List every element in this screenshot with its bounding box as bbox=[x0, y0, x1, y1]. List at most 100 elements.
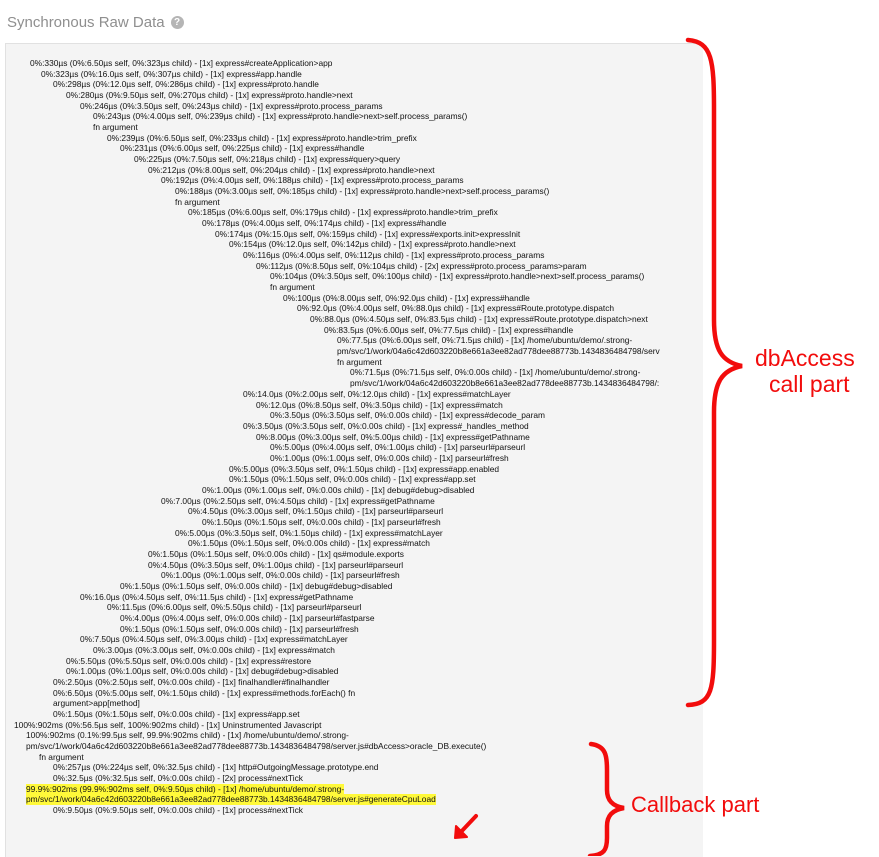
tree-line-text: 0%:9.50µs (0%:9.50µs self, 0%:0.00s chil… bbox=[53, 805, 303, 816]
tree-line: 0%:77.5µs (0%:6.00µs self, 0%:71.5µs chi… bbox=[6, 335, 703, 346]
tree-line: 0%:243µs (0%:4.00µs self, 0%:239µs child… bbox=[6, 111, 703, 122]
tree-line-text: 0%:112µs (0%:8.50µs self, 0%:104µs child… bbox=[256, 260, 587, 271]
tree-line: 0%:212µs (0%:8.00µs self, 0%:204µs child… bbox=[6, 165, 703, 176]
tree-line: 0%:32.5µs (0%:32.5µs self, 0%:0.00s chil… bbox=[6, 773, 703, 784]
tree-line: 0%:2.50µs (0%:2.50µs self, 0%:0.00s chil… bbox=[6, 677, 703, 688]
tree-line-text: 0%:7.00µs (0%:2.50µs self, 0%:4.50µs chi… bbox=[161, 495, 435, 506]
tree-line-text: 0%:12.0µs (0%:8.50µs self, 0%:3.50µs chi… bbox=[256, 399, 503, 410]
tree-line: 0%:174µs (0%:15.0µs self, 0%:159µs child… bbox=[6, 229, 703, 240]
tree-line-text: 0%:1.00µs (0%:1.00µs self, 0%:0.00s chil… bbox=[270, 452, 509, 463]
dbaccess-label-line2: call part bbox=[769, 370, 850, 397]
tree-line-text: 100%:902ms (0.1%:99.5µs self, 99.9%:902m… bbox=[26, 730, 349, 741]
dbaccess-label: dbAccess call part bbox=[755, 345, 855, 398]
tree-line: 0%:1.50µs (0%:1.50µs self, 0%:0.00s chil… bbox=[6, 538, 703, 549]
tree-line: pm/svc/1/work/04a6c42d603220b8e661a3ee82… bbox=[6, 346, 703, 357]
tree-line-text: 0%:212µs (0%:8.00µs self, 0%:204µs child… bbox=[148, 164, 435, 175]
tree-line-text: fn argument bbox=[337, 356, 382, 367]
tree-line: 0%:5.00µs (0%:4.00µs self, 0%:1.00µs chi… bbox=[6, 442, 703, 453]
tree-line: 0%:3.00µs (0%:3.00µs self, 0%:0.00s chil… bbox=[6, 645, 703, 656]
tree-line: 0%:239µs (0%:6.50µs self, 0%:233µs child… bbox=[6, 133, 703, 144]
tree-line: 0%:88.0µs (0%:4.50µs self, 0%:83.5µs chi… bbox=[6, 314, 703, 325]
tree-line: 0%:5.50µs (0%:5.50µs self, 0%:0.00s chil… bbox=[6, 656, 703, 667]
tree-line: 0%:4.00µs (0%:4.00µs self, 0%:0.00s chil… bbox=[6, 613, 703, 624]
tree-line: 0%:4.50µs (0%:3.50µs self, 0%:1.00µs chi… bbox=[6, 560, 703, 571]
tree-line-text: fn argument bbox=[39, 751, 84, 762]
tree-line-text: 0%:178µs (0%:4.00µs self, 0%:174µs child… bbox=[202, 218, 447, 229]
call-tree: 0%:330µs (0%:6.50µs self, 0%:323µs child… bbox=[6, 58, 703, 816]
tree-line: 100%:902ms (0.1%:99.5µs self, 99.9%:902m… bbox=[6, 730, 703, 741]
tree-line-text: 0%:77.5µs (0%:6.00µs self, 0%:71.5µs chi… bbox=[337, 335, 633, 346]
tree-line: 0%:100µs (0%:8.00µs self, 0%:92.0µs chil… bbox=[6, 293, 703, 304]
tree-line: 0%:1.50µs (0%:1.50µs self, 0%:0.00s chil… bbox=[6, 709, 703, 720]
tree-line: 0%:92.0µs (0%:4.00µs self, 0%:88.0µs chi… bbox=[6, 303, 703, 314]
tree-line: 0%:1.50µs (0%:1.50µs self, 0%:0.00s chil… bbox=[6, 581, 703, 592]
tree-line-text: fn argument bbox=[270, 282, 315, 293]
tree-line-text: 0%:4.50µs (0%:3.00µs self, 0%:1.50µs chi… bbox=[188, 506, 444, 517]
tree-line: 0%:1.50µs (0%:1.50µs self, 0%:0.00s chil… bbox=[6, 474, 703, 485]
tree-line-text: 0%:88.0µs (0%:4.50µs self, 0%:83.5µs chi… bbox=[310, 314, 648, 325]
tree-line: 0%:11.5µs (0%:6.00µs self, 0%:5.50µs chi… bbox=[6, 602, 703, 613]
tree-line-text: 0%:231µs (0%:6.00µs self, 0%:225µs child… bbox=[120, 143, 365, 154]
tree-line: fn argument bbox=[6, 122, 703, 133]
tree-line: 0%:3.50µs (0%:3.50µs self, 0%:0.00s chil… bbox=[6, 421, 703, 432]
tree-line-text: pm/svc/1/work/04a6c42d603220b8e661a3ee82… bbox=[337, 346, 660, 357]
tree-line: 0%:16.0µs (0%:4.50µs self, 0%:11.5µs chi… bbox=[6, 592, 703, 603]
tree-line-text: 0%:5.00µs (0%:4.00µs self, 0%:1.00µs chi… bbox=[270, 442, 526, 453]
dbaccess-label-line1: dbAccess bbox=[755, 345, 855, 371]
section-header: Synchronous Raw Data ? bbox=[7, 11, 184, 33]
tree-line: fn argument bbox=[6, 197, 703, 208]
help-icon[interactable]: ? bbox=[170, 15, 184, 29]
tree-line-text: 0%:1.00µs (0%:1.00µs self, 0%:0.00s chil… bbox=[202, 484, 475, 495]
tree-line: 0%:6.50µs (0%:5.00µs self, 0%:1.50µs chi… bbox=[6, 688, 703, 699]
tree-line: 0%:116µs (0%:4.00µs self, 0%:112µs child… bbox=[6, 250, 703, 261]
tree-line: 0%:7.00µs (0%:2.50µs self, 0%:4.50µs chi… bbox=[6, 496, 703, 507]
tree-line-text: 0%:1.50µs (0%:1.50µs self, 0%:0.00s chil… bbox=[148, 548, 404, 559]
tree-line: 0%:14.0µs (0%:2.00µs self, 0%:12.0µs chi… bbox=[6, 389, 703, 400]
tree-line-text: 0%:1.50µs (0%:1.50µs self, 0%:0.00s chil… bbox=[188, 538, 430, 549]
tree-line-text: 0%:174µs (0%:15.0µs self, 0%:159µs child… bbox=[215, 228, 521, 239]
tree-line-text: 0%:1.50µs (0%:1.50µs self, 0%:0.00s chil… bbox=[120, 580, 393, 591]
tree-line: 0%:1.50µs (0%:1.50µs self, 0%:0.00s chil… bbox=[6, 549, 703, 560]
tree-line-text: pm/svc/1/work/04a6c42d603220b8e661a3ee82… bbox=[26, 741, 487, 751]
tree-line-text: 0%:225µs (0%:7.50µs self, 0%:218µs child… bbox=[134, 154, 401, 165]
tree-line: 0%:83.5µs (0%:6.00µs self, 0%:77.5µs chi… bbox=[6, 325, 703, 336]
tree-line: 0%:5.00µs (0%:3.50µs self, 0%:1.50µs chi… bbox=[6, 528, 703, 539]
tree-line-text: 0%:14.0µs (0%:2.00µs self, 0%:12.0µs chi… bbox=[243, 388, 511, 399]
callback-label: Callback part bbox=[631, 792, 760, 817]
tree-line: 0%:231µs (0%:6.00µs self, 0%:225µs child… bbox=[6, 143, 703, 154]
tree-line-text: 0%:1.50µs (0%:1.50µs self, 0%:0.00s chil… bbox=[53, 708, 300, 719]
raw-data-panel[interactable]: 0%:330µs (0%:6.50µs self, 0%:323µs child… bbox=[5, 43, 703, 857]
section-title: Synchronous Raw Data bbox=[7, 13, 165, 31]
tree-line-text: 0%:11.5µs (0%:6.00µs self, 0%:5.50µs chi… bbox=[107, 602, 362, 613]
tree-line-text: 0%:5.00µs (0%:3.50µs self, 0%:1.50µs chi… bbox=[229, 463, 500, 474]
tree-line: 100%:902ms (0%:56.5µs self, 100%:902ms c… bbox=[6, 720, 703, 731]
tree-line: 0%:104µs (0%:3.50µs self, 0%:100µs child… bbox=[6, 271, 703, 282]
tree-line-text: 0%:83.5µs (0%:6.00µs self, 0%:77.5µs chi… bbox=[324, 324, 574, 335]
tree-line: argument>app[method] bbox=[6, 698, 703, 709]
tree-line: pm/svc/1/work/04a6c42d603220b8e661a3ee82… bbox=[6, 794, 703, 806]
tree-line: 0%:1.50µs (0%:1.50µs self, 0%:0.00s chil… bbox=[6, 517, 703, 528]
tree-line-text: 99.9%:902ms (99.9%:902ms self, 0%:9.50µs… bbox=[26, 783, 345, 795]
tree-line: 0%:12.0µs (0%:8.50µs self, 0%:3.50µs chi… bbox=[6, 400, 703, 411]
tree-line: 0%:323µs (0%:16.0µs self, 0%:307µs child… bbox=[6, 69, 703, 80]
tree-line-text: 0%:3.00µs (0%:3.00µs self, 0%:0.00s chil… bbox=[93, 644, 335, 655]
tree-line: 0%:188µs (0%:3.00µs self, 0%:185µs child… bbox=[6, 186, 703, 197]
tree-line: 0%:9.50µs (0%:9.50µs self, 0%:0.00s chil… bbox=[6, 805, 703, 816]
tree-line-text: argument>app[method] bbox=[53, 698, 140, 709]
tree-line: 0%:257µs (0%:224µs self, 0%:32.5µs child… bbox=[6, 762, 703, 773]
tree-line: 0%:1.00µs (0%:1.00µs self, 0%:0.00s chil… bbox=[6, 570, 703, 581]
tree-line-text: 0%:116µs (0%:4.00µs self, 0%:112µs child… bbox=[243, 250, 545, 261]
tree-line: fn argument bbox=[6, 752, 703, 763]
tree-line-text: 0%:1.50µs (0%:1.50µs self, 0%:0.00s chil… bbox=[229, 474, 476, 485]
tree-line: 0%:112µs (0%:8.50µs self, 0%:104µs child… bbox=[6, 261, 703, 272]
tree-line-text: 0%:32.5µs (0%:32.5µs self, 0%:0.00s chil… bbox=[53, 773, 303, 784]
tree-line: 0%:71.5µs (0%:71.5µs self, 0%:0.00s chil… bbox=[6, 367, 703, 378]
tree-line-text: 0%:2.50µs (0%:2.50µs self, 0%:0.00s chil… bbox=[53, 676, 330, 687]
tree-line-text: 100%:902ms (0%:56.5µs self, 100%:902ms c… bbox=[14, 719, 322, 730]
tree-line-text: 0%:7.50µs (0%:4.50µs self, 0%:3.00µs chi… bbox=[80, 634, 348, 645]
tree-line-text: 0%:100µs (0%:8.00µs self, 0%:92.0µs chil… bbox=[283, 292, 530, 303]
tree-line-text: 0%:4.00µs (0%:4.00µs self, 0%:0.00s chil… bbox=[120, 612, 375, 623]
tree-line: 0%:1.00µs (0%:1.00µs self, 0%:0.00s chil… bbox=[6, 485, 703, 496]
tree-line-text: 0%:3.50µs (0%:3.50µs self, 0%:0.00s chil… bbox=[270, 410, 546, 421]
tree-line-text: 0%:239µs (0%:6.50µs self, 0%:233µs child… bbox=[107, 132, 417, 143]
